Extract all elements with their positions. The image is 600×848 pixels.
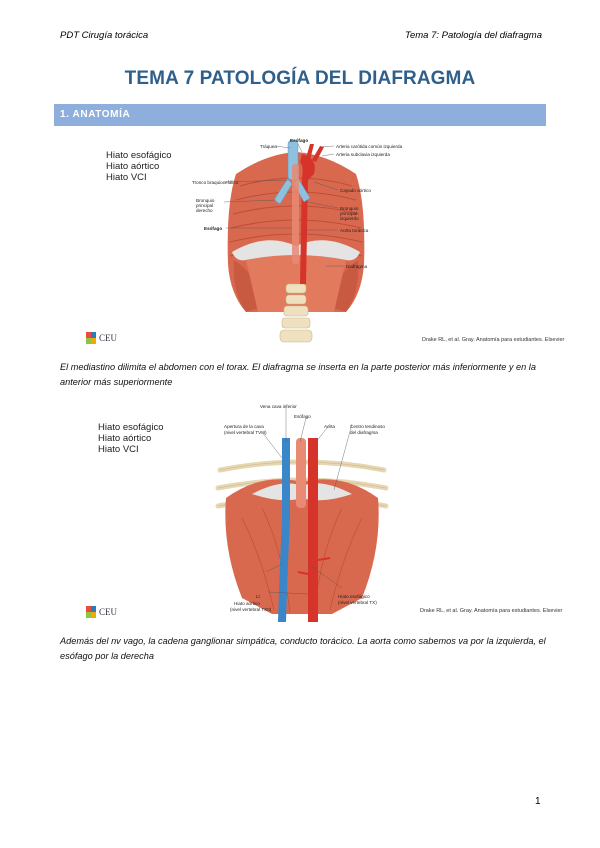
vertebral-column — [279, 283, 313, 343]
figure-caption: El mediastino dilimita el abdomen con el… — [60, 362, 536, 387]
label-right-bronchus: Bronquio principal derecho — [196, 198, 215, 213]
diaphragm-muscle — [225, 479, 379, 614]
header-chapter: Tema 7: Patología del diafragma — [405, 30, 542, 41]
ceu-logo-text: CEU — [99, 333, 117, 343]
page-title: TEMA 7 PATOLOGÍA DEL DIAFRAGMA — [124, 68, 476, 89]
section-heading-bar: 1. ANATOMÍA — [54, 104, 546, 126]
aorta — [300, 154, 315, 284]
label-left-bronchus: Bronquio principal izquierdo — [340, 206, 359, 221]
label-carotid: Arteria carótida común izquierda — [336, 144, 403, 149]
label-li: LI — [256, 594, 260, 599]
thorax-illustration — [223, 139, 365, 343]
esophagus — [296, 438, 306, 508]
label-esophagus-top: Esófago — [290, 138, 309, 143]
inferior-vena-cava — [278, 438, 290, 622]
label-aortic-hiatus-level: (nivel vertebral TXII) — [230, 607, 272, 612]
ceu-logo-icon — [86, 606, 96, 618]
running-header: PDT Cirugía torácica Tema 7: Patología d… — [60, 30, 542, 44]
aorta — [308, 438, 318, 622]
diaphragm-illustration — [215, 408, 389, 622]
label-thoracic-aorta: Aorta torácica — [340, 228, 369, 233]
label-central-tendon-2: del diafragma — [350, 430, 378, 435]
label-aortic-arch: Cayado aórtico — [340, 188, 371, 193]
label-trachea: Tráquea — [260, 144, 277, 149]
label-aorta: Aorta — [324, 424, 335, 429]
figure-diaphragm-hiatuses: Hiato esofágico Hiato aórtico Hiato VCI — [84, 398, 562, 624]
ceu-logo: CEU — [86, 332, 117, 344]
figure-credit: Drake RL, et al. Gray. Anatomía para est… — [420, 608, 563, 614]
label-aortic-hiatus: Hiato aórtico — [234, 601, 260, 606]
page-number: 1 — [535, 796, 541, 807]
label-ivc: Vena cava inferior — [260, 404, 297, 409]
figure-legend: Hiato esofágico Hiato aórtico Hiato VCI — [98, 422, 163, 455]
label-esophagus-left: Esófago — [204, 226, 223, 231]
label-subclavian: Arteria subclavia izquierda — [336, 152, 390, 157]
ceu-logo-text: CEU — [99, 607, 117, 617]
figure-thorax-anatomy: Hiato esofágico Hiato aórtico Hiato VCI — [86, 134, 564, 354]
label-central-tendon: Centro tendinoso — [350, 424, 385, 429]
label-esophagus: Esófago — [294, 414, 311, 419]
legend-item: Hiato aórtico — [106, 161, 160, 172]
ceu-logo: CEU — [86, 606, 117, 618]
header-course: PDT Cirugía torácica — [60, 30, 149, 41]
label-brachiocephalic: Tronco braquiocefálico — [192, 180, 239, 185]
figure-caption: Además del nv vago, la cadena ganglionar… — [60, 636, 546, 661]
figure-credit: Drake RL, et al. Gray. Anatomía para est… — [422, 337, 565, 343]
label-esophageal-hiatus-level: (nivel vertebral TX) — [338, 600, 377, 605]
esophagus — [292, 164, 299, 264]
figure-legend: Hiato esofágico Hiato aórtico Hiato VCI — [106, 150, 171, 183]
legend-item: Hiato VCI — [106, 172, 147, 183]
legend-item: Hiato esofágico — [98, 422, 164, 433]
legend-item: Hiato aórtico — [98, 433, 152, 444]
label-diaphragm: Diafragma — [346, 264, 368, 269]
ceu-logo-icon — [86, 332, 96, 344]
section-heading: 1. ANATOMÍA — [60, 109, 131, 120]
label-caval-opening-level: (nivel vertebral TVIII) — [224, 430, 267, 435]
legend-item: Hiato VCI — [98, 444, 139, 455]
legend-item: Hiato esofágico — [106, 150, 172, 161]
label-esophageal-hiatus: Hiato esofágico — [338, 594, 370, 599]
label-caval-opening: Apertura de la cava — [224, 424, 264, 429]
